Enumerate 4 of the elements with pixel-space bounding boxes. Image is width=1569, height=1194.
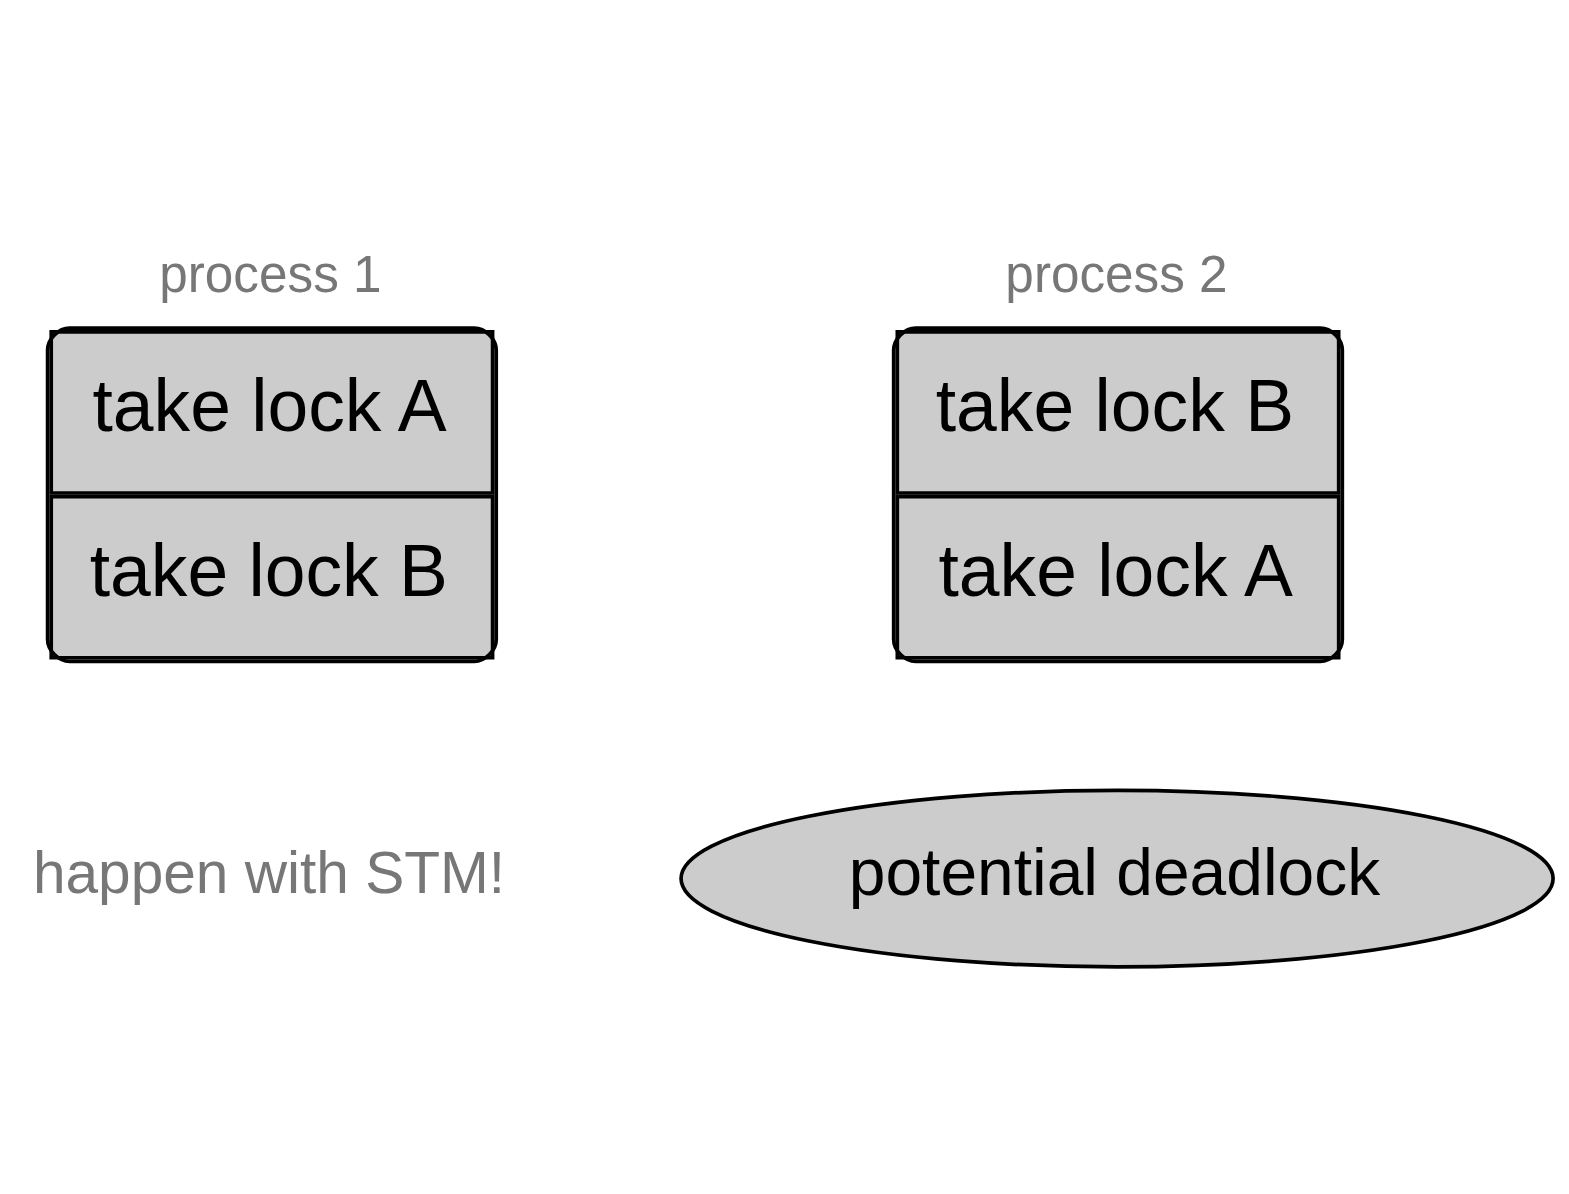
label: happen with STM!: [32, 839, 506, 905]
node-ellipse: potential deadlock: [679, 788, 1555, 969]
node-label: process 1: [159, 245, 382, 303]
node-label: process 2: [1005, 245, 1228, 303]
